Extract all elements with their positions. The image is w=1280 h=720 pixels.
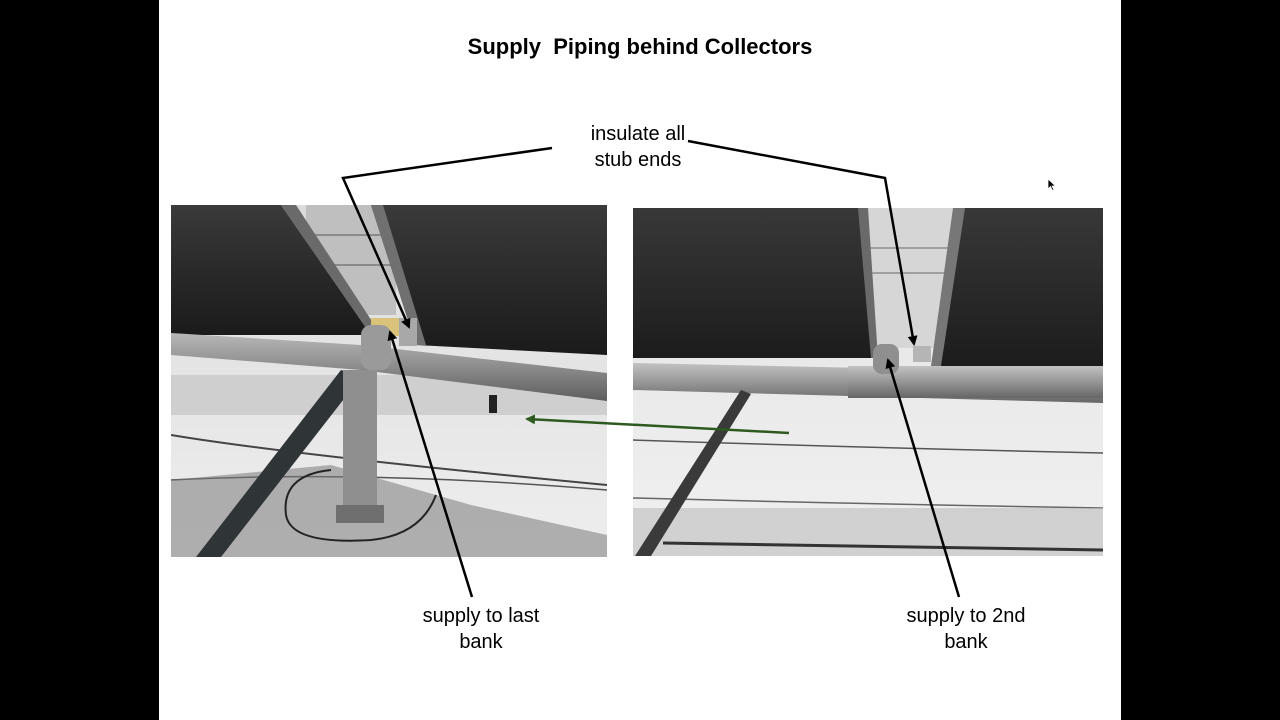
photo-right-collector-piping: [633, 208, 1103, 556]
photo-left-image: [171, 205, 607, 557]
photo-right-image: [633, 208, 1103, 556]
callout-insulate-stub-ends: insulate all stub ends: [558, 121, 718, 173]
slide-title: Supply Piping behind Collectors: [467, 34, 813, 59]
callout-insulate-line1: insulate all: [590, 123, 686, 145]
mouse-pointer-icon: [1047, 178, 1057, 192]
presentation-slide: Supply Piping behind Collectors: [159, 0, 1121, 720]
callout-supply-to-last-bank: supply to last bank: [401, 603, 561, 655]
callout-2nd-bank-line2: bank: [944, 631, 988, 653]
callout-supply-to-2nd-bank: supply to 2nd bank: [886, 603, 1046, 655]
callout-last-bank-line1: supply to last: [422, 605, 540, 627]
callout-insulate-line2: stub ends: [594, 149, 682, 171]
callout-last-bank-line2: bank: [459, 631, 503, 653]
photo-left-collector-piping: [171, 205, 607, 557]
callout-2nd-bank-line1: supply to 2nd: [906, 605, 1026, 627]
